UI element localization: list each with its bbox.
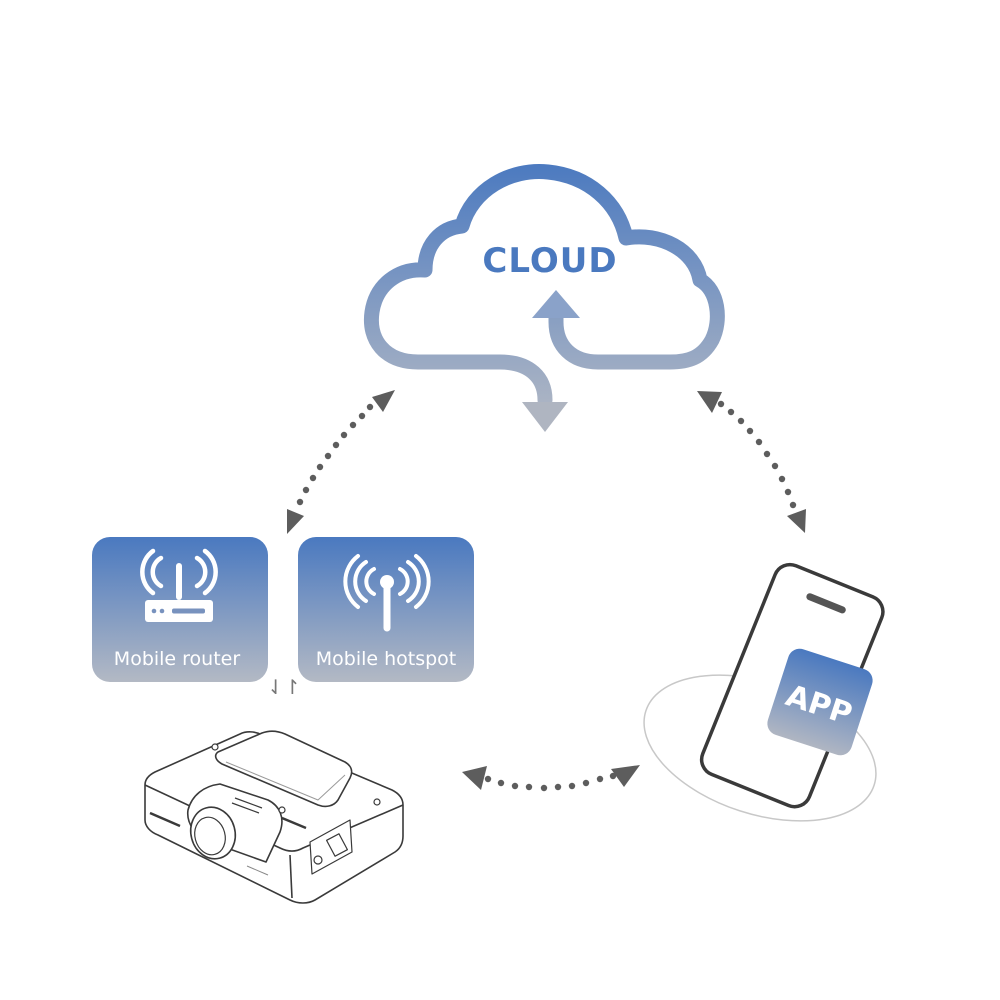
either-or-icon: ⇃↾ bbox=[267, 675, 301, 699]
link-dashcam-app bbox=[462, 765, 640, 792]
dashcam-icon bbox=[144, 730, 404, 904]
mobile-router-label: Mobile router bbox=[114, 648, 241, 670]
arrowhead-icon bbox=[462, 766, 487, 790]
router-icon bbox=[140, 548, 218, 622]
arrowhead-icon bbox=[372, 390, 395, 412]
arrowhead-icon bbox=[287, 509, 304, 534]
link-cloud-app bbox=[697, 391, 806, 533]
arrowhead-icon bbox=[787, 509, 806, 533]
app-badge: APP bbox=[767, 648, 873, 756]
arrowhead-icon bbox=[611, 765, 640, 787]
download-arrow-stem bbox=[432, 354, 553, 408]
dashcam-node bbox=[144, 730, 404, 904]
cloud-label: CLOUD bbox=[482, 241, 617, 281]
dotted-connector bbox=[296, 403, 374, 506]
dotted-connector bbox=[484, 772, 617, 792]
app-node: APP bbox=[643, 562, 885, 822]
upload-arrow-icon bbox=[532, 290, 580, 318]
link-cloud-router bbox=[287, 390, 395, 534]
cloud-node: CLOUD bbox=[363, 164, 725, 432]
cloud-icon bbox=[363, 164, 725, 370]
mobile-router-tile: Mobile router bbox=[92, 537, 268, 682]
download-arrow-icon bbox=[522, 402, 568, 432]
dotted-connector bbox=[717, 400, 797, 509]
mobile-hotspot-tile: Mobile hotspot bbox=[298, 537, 474, 682]
mobile-hotspot-label: Mobile hotspot bbox=[316, 648, 457, 670]
antenna-icon bbox=[343, 554, 431, 632]
arrowhead-icon bbox=[697, 391, 722, 413]
